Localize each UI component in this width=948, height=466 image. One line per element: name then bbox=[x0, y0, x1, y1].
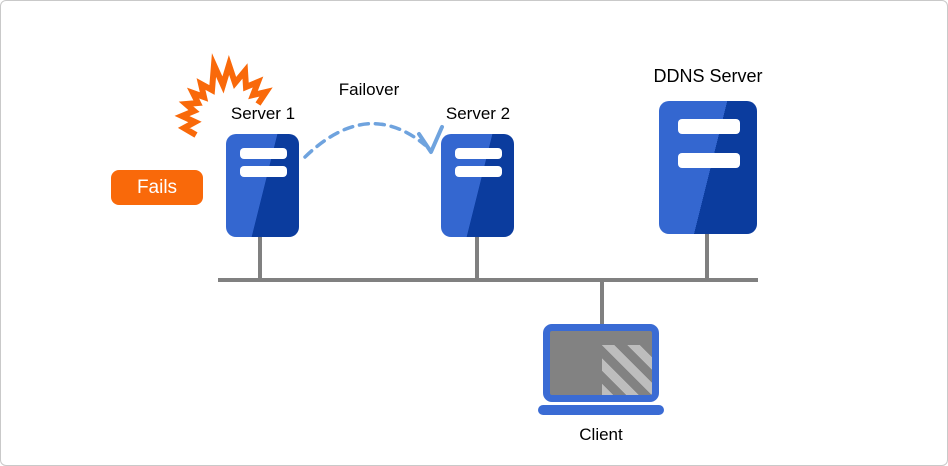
server-slot bbox=[678, 153, 740, 168]
failover-label: Failover bbox=[338, 80, 400, 99]
server-slot bbox=[240, 148, 287, 159]
client-label: Client bbox=[579, 425, 623, 444]
failover-arrow bbox=[303, 121, 427, 159]
server2-label: Server 2 bbox=[445, 104, 511, 123]
ddns-server-tower-icon bbox=[659, 101, 757, 234]
server1-connector-line bbox=[258, 237, 262, 280]
server1-label: Server 1 bbox=[230, 104, 296, 123]
laptop-base-icon bbox=[538, 405, 664, 415]
server2-connector-line bbox=[475, 237, 479, 280]
server-slot bbox=[455, 148, 502, 159]
ddns-connector-line bbox=[705, 234, 709, 280]
server1-tower-icon bbox=[226, 134, 299, 237]
network-bus-line bbox=[218, 278, 758, 282]
failover-arrowhead-icon bbox=[417, 125, 444, 154]
ddns-server-label: DDNS Server bbox=[653, 66, 763, 86]
crash-lightning-icon bbox=[174, 53, 273, 138]
laptop-screen-glare bbox=[602, 345, 652, 395]
server2-tower-icon bbox=[441, 134, 514, 237]
server-slot bbox=[455, 166, 502, 177]
server-slot bbox=[240, 166, 287, 177]
fails-badge: Fails bbox=[111, 170, 203, 205]
server-slot bbox=[678, 119, 740, 134]
client-connector-line bbox=[600, 282, 604, 325]
client-laptop-icon bbox=[543, 324, 659, 402]
